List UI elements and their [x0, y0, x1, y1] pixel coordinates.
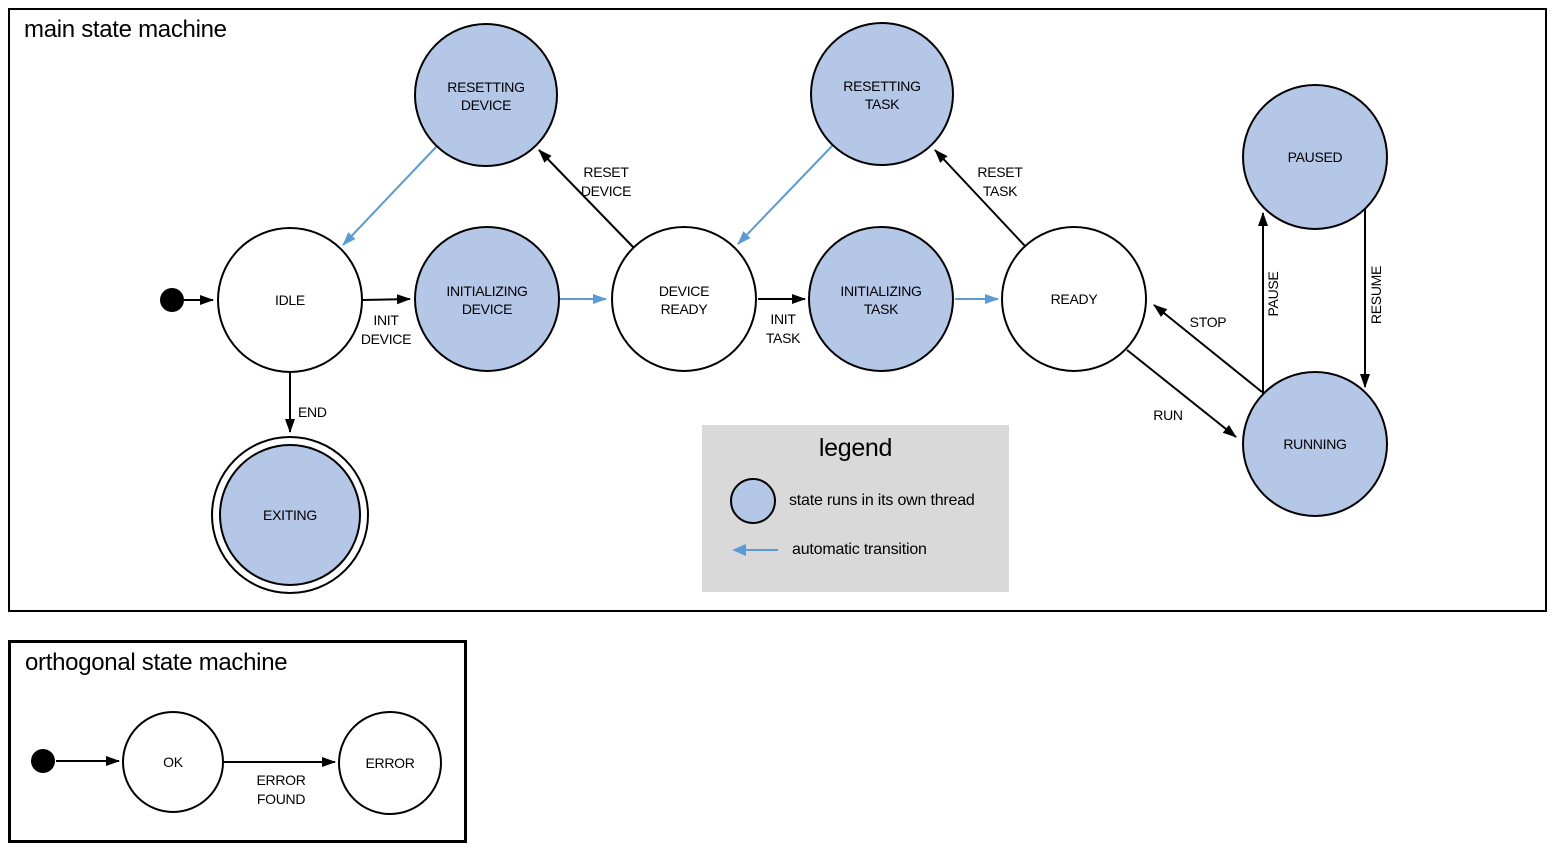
orthogonal-state-machine-box: orthogonal state machine [8, 640, 467, 843]
legend-item-thread-state: state runs in its own thread [702, 478, 1009, 524]
legend-title: legend [818, 434, 893, 462]
legend-box: legend state runs in its own thread auto… [702, 425, 1009, 592]
main-state-machine-box: main state machine [8, 8, 1547, 612]
legend-thread-state-label: state runs in its own thread [789, 492, 975, 509]
thread-state-circle-icon [730, 478, 776, 524]
legend-automatic-transition-label: automatic transition [792, 541, 927, 558]
automatic-transition-arrow-icon [732, 544, 778, 556]
legend-item-automatic-transition: automatic transition [702, 541, 1009, 559]
main-state-machine-title: main state machine [24, 16, 227, 43]
orthogonal-state-machine-title: orthogonal state machine [25, 649, 288, 676]
